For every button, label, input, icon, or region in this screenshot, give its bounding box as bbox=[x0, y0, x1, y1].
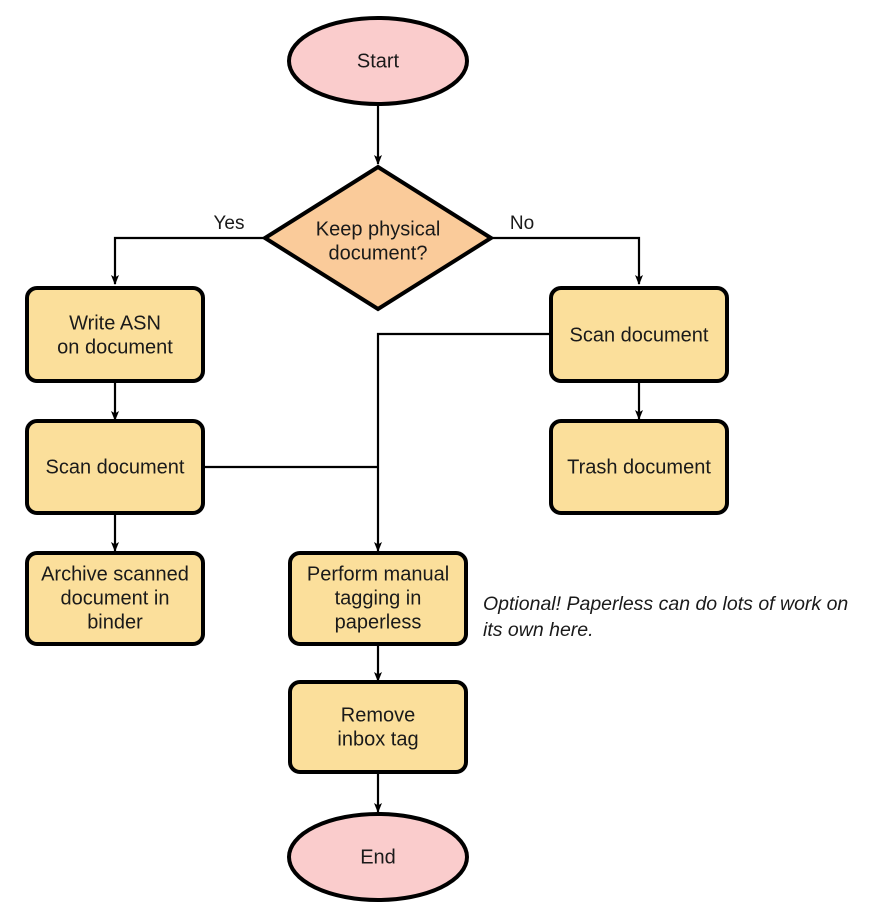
node-scan-document-right[interactable]: Scan document bbox=[549, 286, 729, 383]
start-label: Start bbox=[357, 50, 400, 72]
edge-labels-layer: Yes No bbox=[214, 213, 535, 234]
annotation-optional-note: Optional! Paperless can do lots of work … bbox=[483, 593, 848, 641]
decision-diamond-shape[interactable] bbox=[261, 164, 495, 312]
node-archive-scanned-document[interactable]: Archive scanned document in binder bbox=[25, 551, 205, 646]
edge-label-no: No bbox=[510, 213, 534, 234]
tagging-label-line3: paperless bbox=[335, 611, 422, 633]
edge-label-yes: Yes bbox=[214, 213, 245, 234]
node-trash-document[interactable]: Trash document bbox=[549, 419, 729, 515]
node-decision-keep-physical-document[interactable]: Keep physical document? bbox=[261, 164, 495, 312]
annotation-line-2: its own here. bbox=[483, 619, 594, 641]
write-asn-label-line2: on document bbox=[57, 336, 173, 358]
start-terminator-shape[interactable] bbox=[287, 16, 469, 106]
scan-document-right-box-shape[interactable] bbox=[549, 286, 729, 383]
node-perform-manual-tagging[interactable]: Perform manual tagging in paperless bbox=[288, 551, 468, 646]
archive-label-line3: binder bbox=[87, 611, 143, 633]
edges-layer bbox=[111, 103, 643, 813]
remove-inbox-tag-box-shape[interactable] bbox=[288, 680, 468, 774]
write-asn-label-line1: Write ASN bbox=[69, 312, 161, 334]
archive-label-line1: Archive scanned bbox=[41, 563, 189, 585]
end-terminator-shape[interactable] bbox=[287, 812, 469, 902]
node-end[interactable]: End bbox=[287, 812, 469, 902]
archive-box-shape[interactable] bbox=[25, 551, 205, 646]
remove-inbox-label-line2: inbox tag bbox=[337, 728, 418, 750]
scan-document-right-label: Scan document bbox=[570, 324, 709, 346]
archive-label-line2: document in bbox=[61, 587, 170, 609]
remove-inbox-label-line1: Remove bbox=[341, 704, 415, 726]
node-write-asn[interactable]: Write ASN on document bbox=[25, 286, 205, 383]
decision-label-line2: document? bbox=[329, 242, 428, 264]
trash-document-box-shape[interactable] bbox=[549, 419, 729, 515]
edge-decision-yes-to-write-asn bbox=[111, 236, 264, 285]
node-scan-document-left[interactable]: Scan document bbox=[25, 419, 205, 515]
tagging-label-line2: tagging in bbox=[335, 587, 422, 609]
edge-scan-right-to-tagging bbox=[374, 332, 551, 552]
node-remove-inbox-tag[interactable]: Remove inbox tag bbox=[288, 680, 468, 774]
tagging-box-shape[interactable] bbox=[288, 551, 468, 646]
scan-document-left-label: Scan document bbox=[46, 456, 185, 478]
tagging-label-line1: Perform manual bbox=[307, 563, 449, 585]
node-start[interactable]: Start bbox=[287, 16, 469, 106]
scan-document-left-box-shape[interactable] bbox=[25, 419, 205, 515]
write-asn-box-shape[interactable] bbox=[25, 286, 205, 383]
end-label: End bbox=[360, 846, 396, 868]
trash-document-label: Trash document bbox=[567, 456, 711, 478]
edge-decision-no-to-scan-right bbox=[492, 236, 643, 285]
decision-label-line1: Keep physical bbox=[316, 218, 441, 240]
annotation-line-1: Optional! Paperless can do lots of work … bbox=[483, 593, 848, 615]
